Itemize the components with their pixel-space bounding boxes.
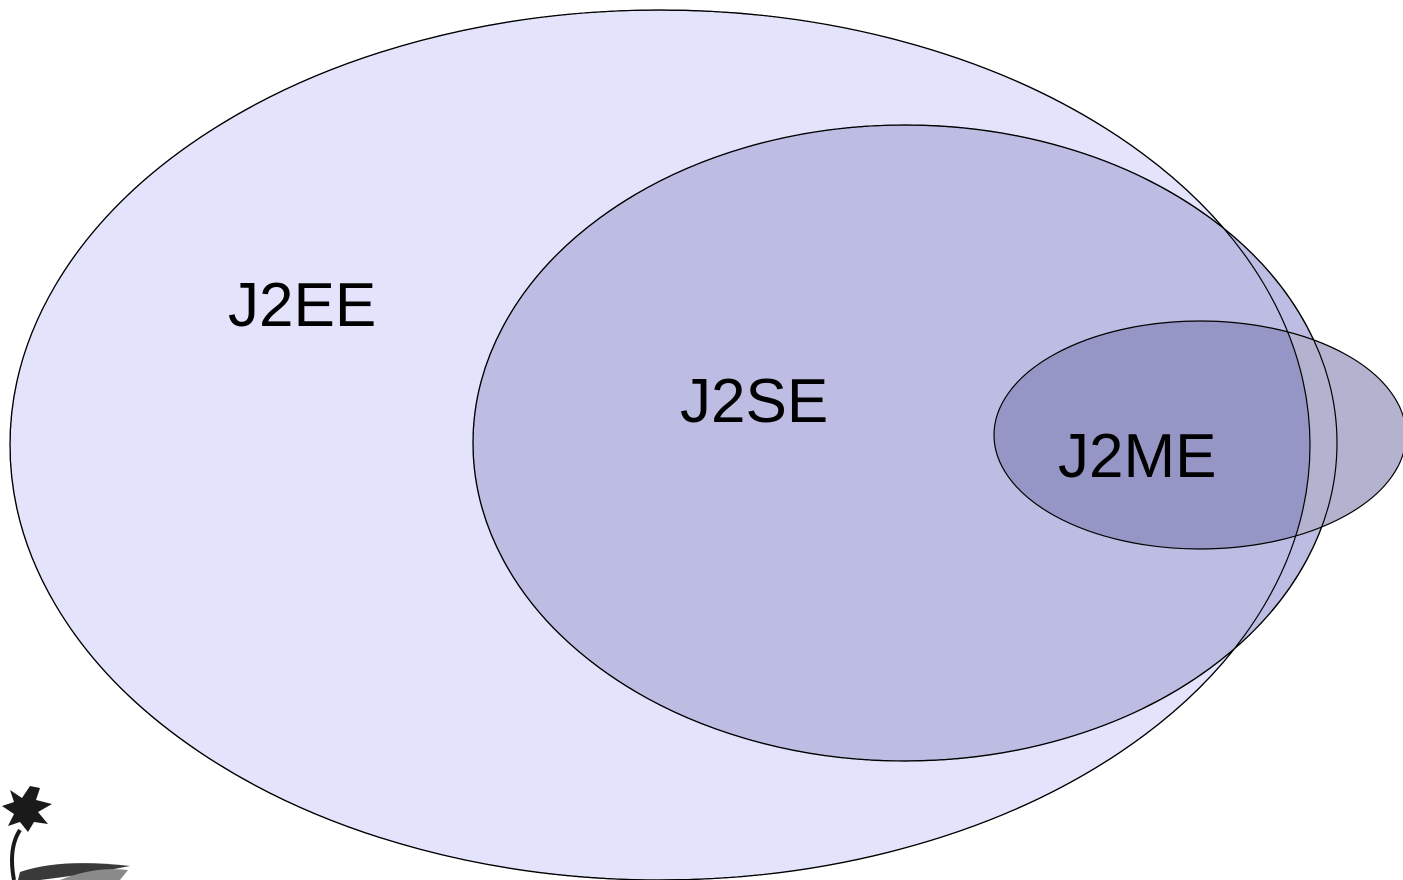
j2me-outline	[993, 320, 1403, 550]
j2ee-label: J2EE	[228, 271, 376, 340]
j2se-outline	[472, 124, 1338, 762]
flower-silhouette-icon	[2, 786, 130, 880]
j2me-label: J2ME	[1058, 422, 1216, 491]
j2ee-outline	[9, 9, 1311, 880]
j2se-label: J2SE	[680, 367, 828, 436]
